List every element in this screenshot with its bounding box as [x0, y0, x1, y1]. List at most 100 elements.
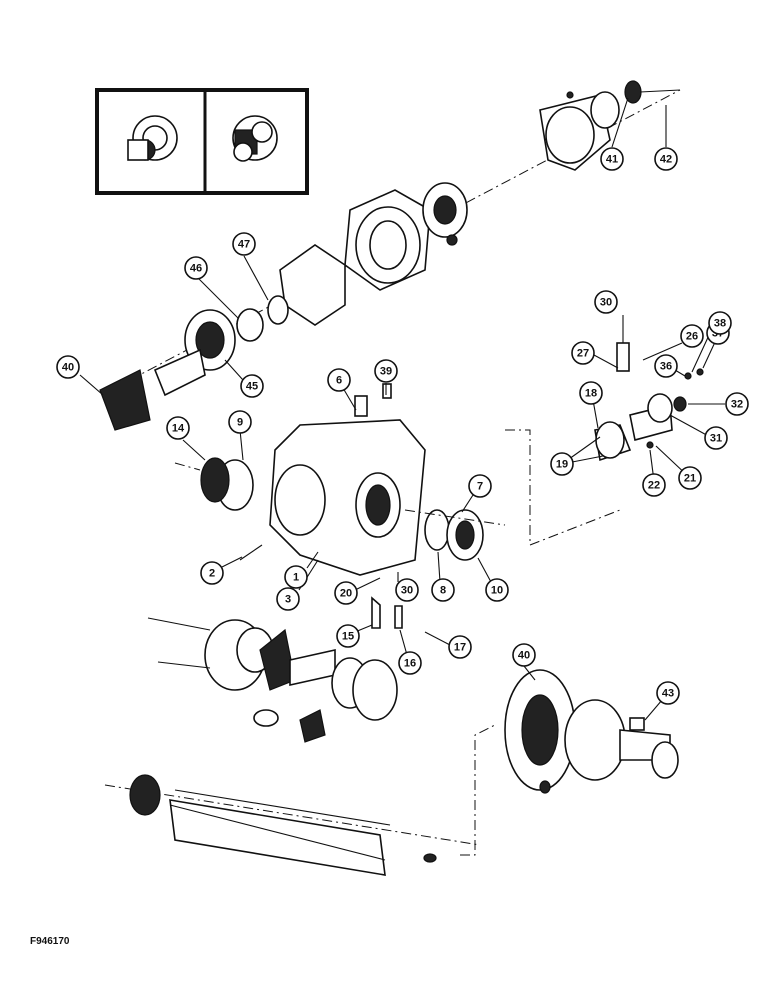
lock-plate-15: [371, 596, 381, 629]
spider-cross: [289, 649, 336, 686]
center-housing-1: [269, 419, 426, 576]
pinion-shaft: [153, 348, 206, 397]
callout-circle: [398, 651, 422, 675]
inset-differential-housing-left: [127, 115, 178, 161]
callout-label: 3: [285, 594, 291, 606]
callout-label: 39: [380, 366, 392, 378]
callout-circle: [654, 354, 678, 378]
callout-c47: 47: [232, 232, 256, 256]
callout-c6: 6: [327, 368, 351, 392]
callout-circle: [56, 355, 80, 379]
inset-panel: [95, 88, 309, 195]
callout-circle: [654, 147, 678, 171]
callout-circle: [594, 290, 618, 314]
differential-assembly: [147, 617, 398, 743]
ring-32: [673, 396, 687, 412]
o-ring-47: [267, 295, 289, 325]
clutch-discs: [169, 799, 386, 876]
splined-hub: [129, 774, 161, 816]
gasket: [279, 244, 346, 326]
callout-label: 17: [454, 642, 466, 654]
callout-label: 40: [518, 650, 530, 662]
callout-c42: 42: [654, 147, 678, 171]
callout-circle: [284, 565, 308, 589]
callout-circle: [579, 381, 603, 405]
callout-label: 43: [662, 688, 674, 700]
bolt-2: [239, 544, 263, 561]
callout-label: 1: [293, 572, 299, 584]
callout-c31: 31: [704, 426, 728, 450]
callout-circle: [228, 410, 252, 434]
callout-label: 30: [401, 585, 413, 597]
callout-c21: 21: [678, 466, 702, 490]
callout-label: 41: [606, 154, 618, 166]
callout-c26: 26: [680, 324, 704, 348]
shift-fork-assembly: [505, 342, 704, 546]
callout-circle: [431, 578, 455, 602]
bolt-42-shank: [639, 89, 681, 93]
callout-c27: 27: [571, 341, 595, 365]
callout-circle: [232, 232, 256, 256]
callout-label: 19: [556, 459, 568, 471]
callout-label: 8: [440, 585, 446, 597]
callout-label: 22: [648, 480, 660, 492]
callout-label: 16: [404, 658, 416, 670]
ball-38: [696, 368, 704, 376]
callout-circle: [642, 473, 666, 497]
callout-c3: 3: [276, 587, 300, 611]
callout-label: 20: [340, 588, 352, 600]
carrier-housing: [174, 383, 506, 629]
callout-label: 15: [342, 631, 354, 643]
clutch-pack: [104, 724, 496, 876]
inset-differential-housing-right: [232, 115, 278, 162]
pinion-assembly: [99, 80, 681, 431]
callout-circle: [680, 324, 704, 348]
callout-circle: [512, 643, 536, 667]
callout-circle: [708, 311, 732, 335]
callout-c45: 45: [240, 374, 264, 398]
oil-seal: [590, 91, 620, 129]
callout-circle: [600, 147, 624, 171]
callout-c16: 16: [398, 651, 422, 675]
callout-circle: [656, 681, 680, 705]
callout-label: 40: [62, 362, 74, 374]
spring-22: [646, 441, 654, 449]
callout-c1: 1: [284, 565, 308, 589]
callout-label: 26: [686, 331, 698, 343]
callout-label: 31: [710, 433, 722, 445]
callout-c7: 7: [468, 474, 492, 498]
callout-label: 27: [577, 348, 589, 360]
callout-c9: 9: [228, 410, 252, 434]
callout-label: 9: [237, 417, 243, 429]
pin-30: [616, 342, 630, 372]
callout-c17: 17: [448, 635, 472, 659]
callout-circle: [550, 452, 574, 476]
callout-circle: [448, 635, 472, 659]
callout-c14: 14: [166, 416, 190, 440]
diff-carrier: [564, 699, 626, 781]
callout-label: 6: [336, 375, 342, 387]
callout-c40b: 40: [512, 643, 536, 667]
callout-c22: 22: [642, 473, 666, 497]
callout-c40a: 40: [56, 355, 80, 379]
callout-c18: 18: [579, 381, 603, 405]
callout-c15: 15: [336, 624, 360, 648]
hub-end: [651, 741, 679, 779]
callout-label: 42: [660, 154, 672, 166]
callout-circle: [240, 374, 264, 398]
callout-c39: 39: [374, 359, 398, 383]
plug-39: [382, 383, 392, 399]
callout-circle: [374, 359, 398, 383]
callout-circle: [184, 256, 208, 280]
bolt-6: [354, 395, 368, 417]
cover-bore: [545, 106, 595, 164]
spring: [423, 853, 437, 863]
bracket-bolt: [539, 780, 551, 794]
washer: [253, 709, 279, 727]
callout-c30a: 30: [594, 290, 618, 314]
callout-label: 18: [585, 388, 597, 400]
callout-c8: 8: [431, 578, 455, 602]
callout-c10: 10: [485, 578, 509, 602]
